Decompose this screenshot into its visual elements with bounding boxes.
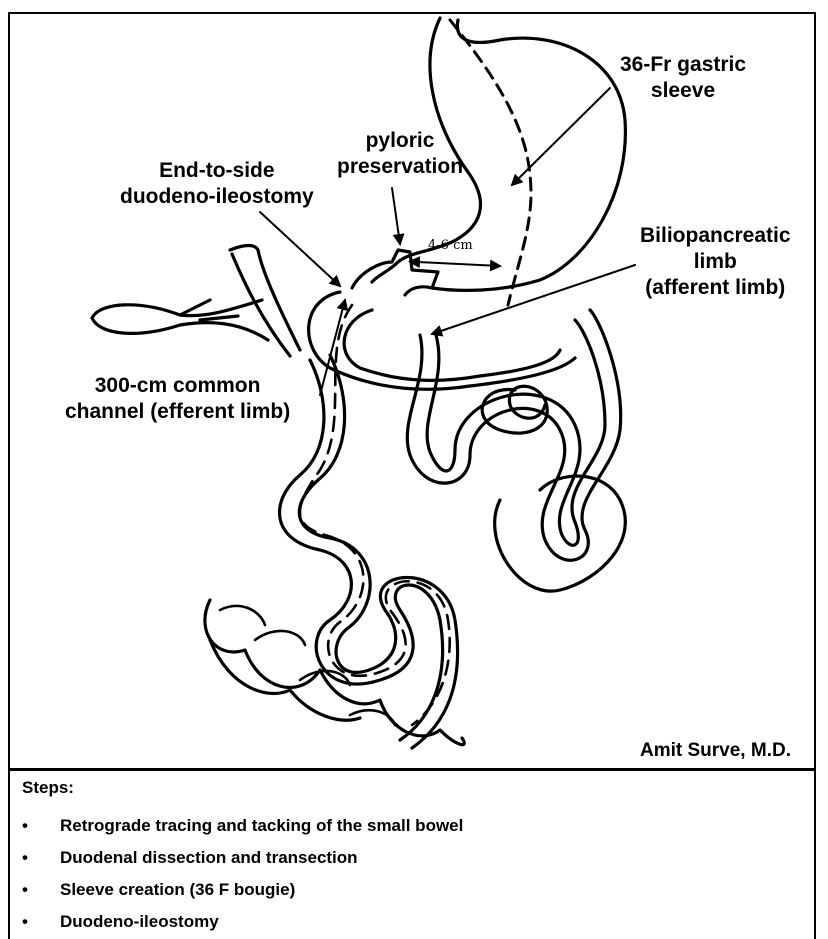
- label-line: sleeve: [620, 78, 746, 104]
- vessel-branch: [230, 246, 300, 351]
- arrow-biliopancreatic: [432, 265, 635, 334]
- label-line: limb: [640, 249, 791, 275]
- label-line: 36-Fr gastric: [620, 52, 746, 78]
- measure-label: 4-6 cm: [428, 238, 473, 253]
- arrow-anastomosis: [260, 212, 340, 286]
- step-item: • Sleeve creation (36 F bougie): [22, 874, 463, 906]
- label-line: pyloric: [337, 128, 463, 154]
- label-line: Biliopancreatic: [640, 223, 791, 249]
- measure-arrow: [418, 262, 500, 266]
- label-line: preservation: [337, 154, 463, 180]
- step-item: • Duodenal dissection and transection: [22, 842, 463, 874]
- label-biliopancreatic-limb: Biliopancreatic limb (afferent limb): [640, 223, 791, 301]
- step-text: Sleeve creation (36 F bougie): [60, 880, 295, 899]
- step-item: • Retrograde tracing and tacking of the s…: [22, 810, 463, 842]
- step-item: • Duodeno-ileostomy: [22, 906, 463, 938]
- label-common-channel: 300-cm common channel (efferent limb): [65, 373, 290, 425]
- bullet: •: [22, 842, 28, 874]
- label-line: duodeno-ileostomy: [120, 184, 314, 210]
- label-line: (afferent limb): [640, 275, 791, 301]
- label-line: 300-cm common: [65, 373, 290, 399]
- step-text: Duodenal dissection and transection: [60, 848, 358, 867]
- step-text: Retrograde tracing and tacking of the sm…: [60, 816, 463, 835]
- steps-title: Steps:: [22, 778, 74, 798]
- anastomosis: [352, 250, 438, 288]
- arrow-sleeve: [512, 88, 610, 185]
- bullet: •: [22, 810, 28, 842]
- steps-list: • Retrograde tracing and tacking of the s…: [22, 810, 463, 938]
- duodenal-loop-inner: [344, 310, 560, 380]
- arrow-pyloric: [392, 188, 400, 244]
- bullet: •: [22, 906, 28, 938]
- efferent-dashed-path: [300, 305, 450, 725]
- step-text: Duodeno-ileostomy: [60, 912, 219, 931]
- label-line: End-to-side: [120, 158, 314, 184]
- label-duodeno-ileostomy: End-to-side duodeno-ileostomy: [120, 158, 314, 210]
- label-line: channel (efferent limb): [65, 399, 290, 425]
- gallbladder-2: [92, 318, 268, 340]
- bullet: •: [22, 874, 28, 906]
- duodenal-loop-outer: [309, 292, 575, 389]
- label-gastric-sleeve: 36-Fr gastric sleeve: [620, 52, 746, 104]
- author-credit: Amit Surve, M.D.: [640, 738, 791, 764]
- label-pyloric-preservation: pyloric preservation: [337, 128, 463, 180]
